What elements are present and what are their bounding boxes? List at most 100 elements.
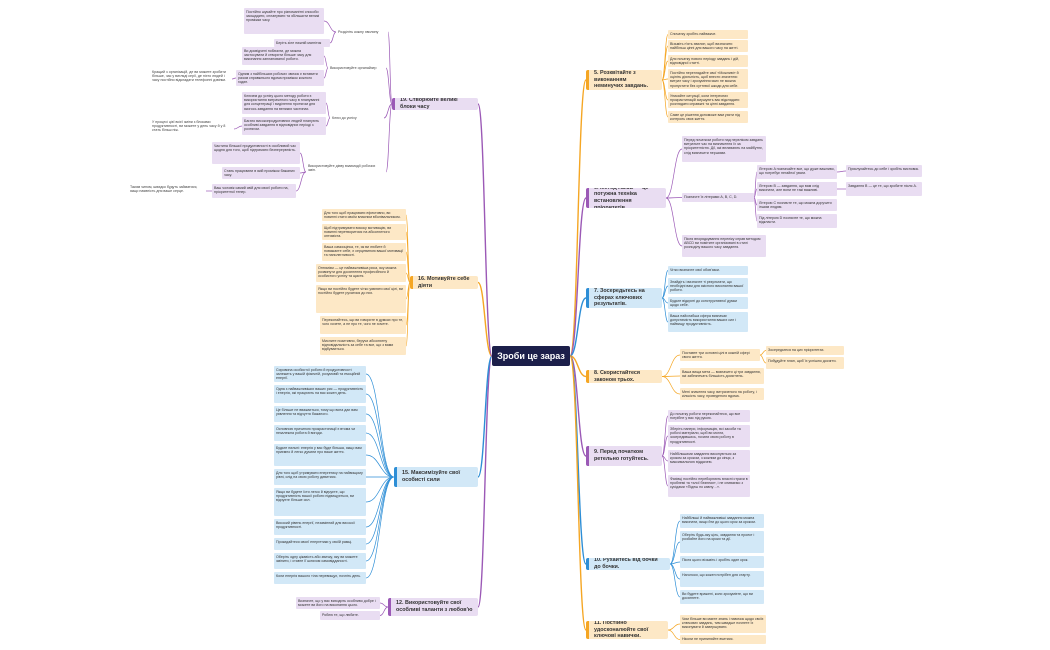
node-10a[interactable]: Найбільші й найважливіші завдання можна … xyxy=(680,514,764,528)
node-15b[interactable]: Одна з найважливіших ваших рис — продукт… xyxy=(274,385,366,403)
node-16g[interactable]: Мислите позитивно, беручи абсолютну відп… xyxy=(320,337,406,355)
node-15g[interactable]: Якщо ви будете їсти легко й відчуєте, що… xyxy=(274,488,366,516)
connector-central-topic-branch-11 xyxy=(569,355,587,631)
branch-12[interactable]: 12. Використовуйте свої особливі таланти… xyxy=(388,598,478,616)
node-19h[interactable]: Ключ до успіху xyxy=(332,115,357,120)
connector-node-19a-node-19c xyxy=(329,31,337,44)
node-5a[interactable]: Спочатку зробіть найважче. xyxy=(668,30,748,39)
node-6g[interactable]: Прислухайтесь до себе і зробіть висновок… xyxy=(846,165,922,177)
node-10c[interactable]: Після цього візьміть і зробіть один крок… xyxy=(680,556,764,568)
connector-branch-6-node-6a xyxy=(665,148,683,199)
node-6a[interactable]: Перед початком роботи над переліком завд… xyxy=(682,136,766,162)
node-7a[interactable]: Чітко визначте свої обов'язки. xyxy=(668,266,748,275)
connector-central-topic-branch-8 xyxy=(569,355,587,378)
node-15f[interactable]: Для того щоб утримувати енергетику на на… xyxy=(274,469,366,485)
branch-7[interactable]: 7. Зосередьтесь на сферах ключових резул… xyxy=(586,288,662,308)
node-15a[interactable]: Сировина особистої роботи й продуктивнос… xyxy=(274,366,366,382)
node-19o[interactable]: Таким чином, швидко будуть займатися, як… xyxy=(130,184,198,193)
branch-9[interactable]: 9. Перед початком ретельно готуйтесь. xyxy=(586,446,662,466)
node-10b[interactable]: Оберіть будь-яку ціль, завдання та проек… xyxy=(680,531,764,553)
node-19e[interactable]: Ви досвідчені побачити, де можна застосу… xyxy=(242,47,324,65)
node-5d[interactable]: Постійно переглядайте свої «Можливі» й о… xyxy=(668,69,748,89)
branch-15[interactable]: 15. Максимізуйте свої особисті сили xyxy=(394,467,478,487)
node-19m[interactable]: Стань працювати в якій проміжок бажаних … xyxy=(222,167,300,179)
node-19k[interactable]: У процесі цієї всієї зміни з блоками про… xyxy=(152,119,226,133)
node-19j[interactable]: Багато високопродуктивних людей планують… xyxy=(242,117,326,135)
node-8d[interactable]: Ваша вища мета — визначити ці три завдан… xyxy=(680,368,764,384)
node-8b[interactable]: Зосередьтеся на цих пріоритетах. xyxy=(766,346,844,355)
branch-8[interactable]: 8. Скористайтеся законом трьох. xyxy=(586,370,662,383)
node-15i[interactable]: Прокидайтеся своєї енергетики у своїй ра… xyxy=(274,538,366,550)
node-7c[interactable]: Будьте відкриті до конструктивної думки … xyxy=(668,297,748,309)
node-19f[interactable]: Одним з найбільших робочих звичок є вста… xyxy=(236,70,324,86)
node-5f[interactable]: Саме це рішення допоможе вам узяти під к… xyxy=(668,111,748,123)
node-19p[interactable]: Ваш чоловік самий свій для своєї роботи … xyxy=(212,184,296,198)
node-9b[interactable]: Зберіть папери, інформацію, всі засоби т… xyxy=(668,425,750,447)
branch-19[interactable]: 19. Створюйте великі блоки часу xyxy=(392,98,478,110)
central-topic[interactable]: Зроби це зараз xyxy=(492,346,570,366)
node-19l[interactable]: Частина більшої продуктивності в особлив… xyxy=(212,142,300,164)
node-15c[interactable]: Це більше не вважається, тому що вона да… xyxy=(274,406,366,422)
node-7b[interactable]: Знайдіть і визначте ті результати, що не… xyxy=(668,278,748,294)
connector-branch-19-node-19a xyxy=(387,31,393,105)
node-19c[interactable]: Беріть зі́ле нижній магнітик xyxy=(274,39,330,47)
node-7d[interactable]: Ваша найслабша сфера визначає допустиміс… xyxy=(668,312,748,332)
node-9d[interactable]: Фахівці постійно переборюють власні стра… xyxy=(668,475,750,497)
node-8a[interactable]: Поставте три основні цілі в кожній сфері… xyxy=(680,349,760,361)
node-19d[interactable]: Використовуйте органайзер xyxy=(330,65,377,70)
connector-central-topic-branch-7 xyxy=(569,297,587,357)
node-8c[interactable]: Побудуйте план, щоб їх успішно досягти. xyxy=(766,357,844,369)
node-19i[interactable]: Ключем до успіху цього методу роботи є в… xyxy=(242,92,326,114)
node-9a[interactable]: До початку роботи переконайтеся, що все … xyxy=(668,410,750,422)
node-16c[interactable]: Ваша самооцінка, те, як ви любите й пова… xyxy=(322,243,406,261)
node-16a[interactable]: Для того щоб працювати ефективно, ви пов… xyxy=(322,209,406,221)
connector-node-19n-node-19p xyxy=(295,171,307,192)
node-19n[interactable]: Використовуйте дієву взаємодії робочих з… xyxy=(308,163,376,172)
node-15k[interactable]: Коли енергія вашого тіла перевищує, почн… xyxy=(274,572,366,584)
branch-6[interactable]: 6. Метод ABCD — це потужна техніка встан… xyxy=(586,188,666,208)
node-5e[interactable]: Уникайте ситуації, коли інтересних прокр… xyxy=(668,92,748,108)
node-16f[interactable]: Переконайтесь, що ви говорите в думках п… xyxy=(320,316,406,334)
node-6i[interactable]: Після впорядкування переліку справ метод… xyxy=(682,235,766,257)
node-9c[interactable]: Найбільшими завдання виконуються за крок… xyxy=(668,450,750,472)
node-11b[interactable]: Ніколи не припиняйте вчитися. xyxy=(680,635,766,644)
node-15e[interactable]: Будьте пильні: енергія у вас буде більша… xyxy=(274,444,366,466)
node-5c[interactable]: Для початку нового періоду завдань і дій… xyxy=(668,55,748,67)
branch-5[interactable]: 5. Розквітайте з виконанням неминучих за… xyxy=(586,70,662,90)
node-15j[interactable]: Оберіть одну цікавість або звичку, яку в… xyxy=(274,553,366,569)
connector-branch-15-node-15b xyxy=(365,393,395,478)
connector-branch-10-node-10d xyxy=(669,563,681,580)
node-6d[interactable]: Літерою B — завдання, що вам слід викона… xyxy=(757,182,837,196)
node-6e[interactable]: Літерою C позначте те, що можна доручити… xyxy=(757,199,837,211)
node-6c[interactable]: Літерою A позначайте все, що дуже важлив… xyxy=(757,165,837,179)
connector-node-19d-node-19f xyxy=(323,67,329,79)
node-12a[interactable]: Визначте, що у вас виходить особливо доб… xyxy=(296,597,380,609)
node-19g[interactable]: Кращий з організацій, де ви можете зроби… xyxy=(152,69,227,83)
connector-node-19a-node-19b xyxy=(323,20,337,33)
node-19b[interactable]: Постійно шукайте про різноманітні способ… xyxy=(244,8,324,34)
branch-16[interactable]: 16. Мотивуйте себе діяти xyxy=(410,276,478,289)
node-5b[interactable]: Візьміть п'ять хвилин, щоб визначити най… xyxy=(668,40,748,52)
node-12b[interactable]: Роблю те, що любите. xyxy=(320,611,380,620)
connector-central-topic-branch-15 xyxy=(477,355,493,478)
node-11a[interactable]: Чим більше ви маєте знань і навичок щодо… xyxy=(680,615,766,633)
connector-branch-9-node-9a xyxy=(661,415,669,457)
connector-branch-12-node-12b xyxy=(379,606,389,616)
node-6h[interactable]: Завдання B — це те, що зробите після A. xyxy=(846,182,922,196)
node-15d[interactable]: Основною причиною прокрастинації є втома… xyxy=(274,425,366,441)
node-8e[interactable]: Мені значення часу, витраченого на робот… xyxy=(680,388,764,400)
connector-branch-5-node-5c xyxy=(661,60,669,81)
branch-10[interactable]: 10. Рухайтесь від бочки до бочки. xyxy=(586,558,670,570)
node-16e[interactable]: Якщо ви постійно будете чітко уявляти св… xyxy=(316,285,406,313)
node-16b[interactable]: Щоб підтримувати високу мотивацію, ви по… xyxy=(322,224,406,240)
connector-node-19f-node-19g xyxy=(231,77,237,80)
node-19a[interactable]: Розділіть кожну хвилину xyxy=(338,29,379,34)
node-16d[interactable]: Оптимізм — це найважливіша риса, яку мож… xyxy=(316,264,406,282)
node-10d[interactable]: Наголоси, що кожен потрібен для старту. xyxy=(680,571,764,587)
connector-branch-16-node-16d xyxy=(405,272,411,283)
node-10e[interactable]: Ви будете вражені, коли зрозумієте, що в… xyxy=(680,590,764,604)
node-6f[interactable]: Під літерою D позначте те, що можна відк… xyxy=(757,214,837,228)
branch-11[interactable]: 11. Постійно удосконалюйте свої ключові … xyxy=(586,621,668,639)
node-15h[interactable]: Високий рівень енергії, незамінний для в… xyxy=(274,519,366,535)
node-6b[interactable]: Позначте їх літерами A, B, C, D. xyxy=(682,193,754,202)
